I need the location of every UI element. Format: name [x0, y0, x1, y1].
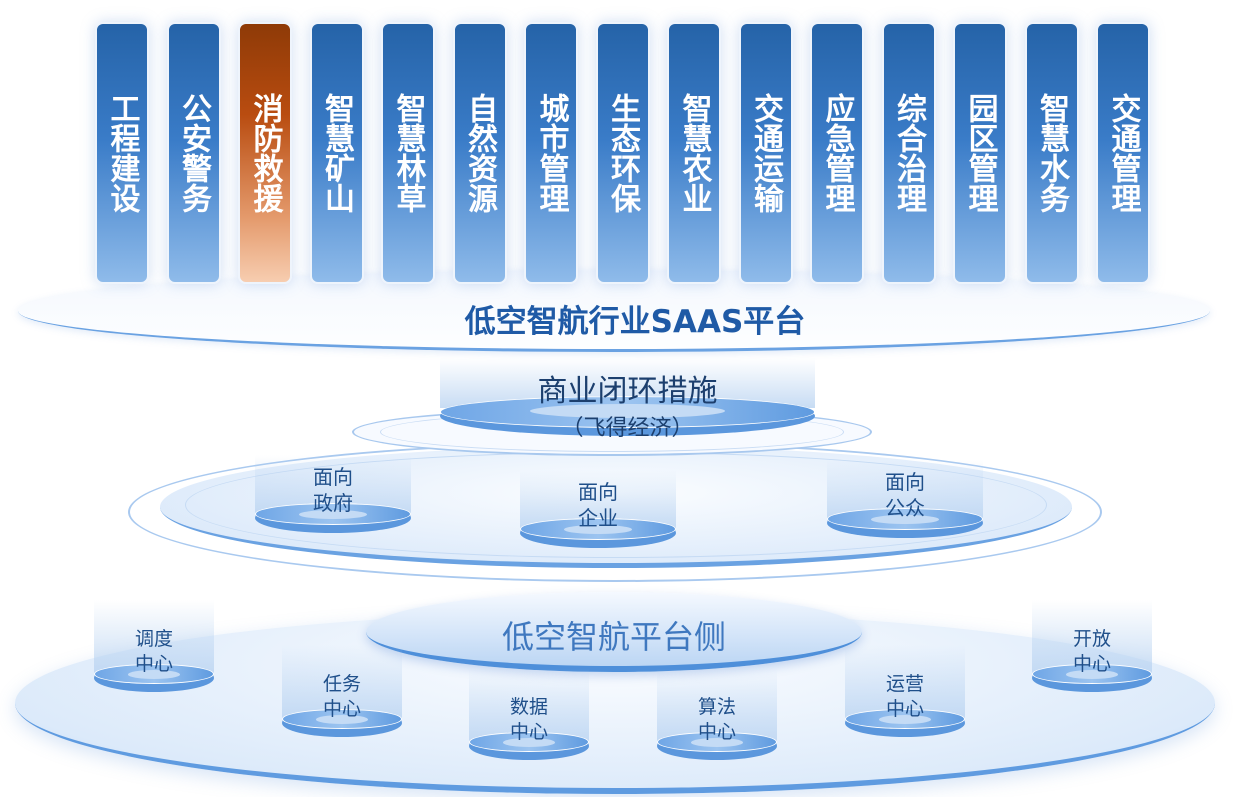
industry-pillar[interactable]: 交通管理 — [1096, 22, 1150, 284]
center-cylinder[interactable]: 任务 中心 — [282, 645, 402, 737]
industry-pillar[interactable]: 交通运输 — [738, 22, 793, 284]
audience-label-line2: 公众 — [885, 496, 925, 520]
center-label-line2: 中心 — [1072, 653, 1111, 675]
center-label-line2: 中心 — [322, 698, 361, 720]
industry-pillar[interactable]: 工程建设 — [95, 22, 149, 284]
audience-label-line2: 企业 — [578, 506, 618, 530]
industry-pillar[interactable]: 自然资源 — [452, 22, 507, 284]
platform-side-title: 低空智航平台侧 — [501, 618, 726, 656]
center-cylinder[interactable]: 算法 中心 — [657, 668, 777, 760]
center-label-line1: 算法 — [697, 696, 736, 718]
audience-cylinder[interactable]: 面向 企业 — [520, 470, 676, 548]
industry-pillar[interactable]: 消防救援 — [238, 22, 292, 284]
audience-label-line1: 面向 — [313, 465, 353, 489]
audience-label-line2: 政府 — [313, 491, 353, 515]
audience-label-line1: 面向 — [578, 480, 618, 504]
center-label-line2: 中心 — [697, 721, 736, 743]
center-label-line1: 开放 — [1072, 628, 1111, 650]
center-cylinder[interactable]: 调度 中心 — [94, 600, 214, 692]
industry-pillar[interactable]: 智慧农业 — [667, 22, 721, 284]
business-loop-title: 商业闭环措施 — [537, 374, 718, 409]
platform-side-disk — [366, 592, 862, 672]
center-label-line2: 中心 — [509, 721, 548, 743]
industry-pillar[interactable]: 园区管理 — [953, 22, 1007, 284]
center-label-line2: 中心 — [134, 653, 173, 675]
audience-cylinder[interactable]: 面向 公众 — [827, 460, 983, 538]
center-label-line2: 中心 — [885, 698, 924, 720]
center-label-line1: 任务 — [322, 673, 361, 695]
center-cylinder[interactable]: 开放 中心 — [1032, 600, 1152, 692]
center-label-line1: 调度 — [134, 628, 173, 650]
audience-label-line1: 面向 — [885, 470, 925, 494]
audience-cylinder[interactable]: 面向 政府 — [255, 455, 411, 533]
business-loop-cylinder: 商业闭环措施 （飞得经济） — [440, 358, 815, 441]
industry-pillar[interactable]: 智慧林草 — [381, 22, 435, 284]
industry-pillar[interactable]: 综合治理 — [881, 22, 936, 284]
industry-pillar[interactable]: 生态环保 — [595, 22, 650, 284]
industry-pillar[interactable]: 智慧水务 — [1024, 22, 1079, 284]
industry-pillar[interactable]: 应急管理 — [810, 22, 864, 284]
business-loop-subtitle: （飞得经济） — [561, 416, 694, 441]
center-cylinder[interactable]: 运营 中心 — [845, 645, 965, 737]
center-label-line1: 运营 — [885, 673, 924, 695]
center-label-line1: 数据 — [509, 696, 548, 718]
industry-pillar[interactable]: 城市管理 — [524, 22, 578, 284]
industry-pillar[interactable]: 智慧矿山 — [309, 22, 364, 284]
saas-platform-title: 低空智航行业SAAS平台 — [464, 304, 806, 340]
industry-pillar[interactable]: 公安警务 — [166, 22, 221, 284]
center-cylinder[interactable]: 数据 中心 — [469, 668, 589, 760]
